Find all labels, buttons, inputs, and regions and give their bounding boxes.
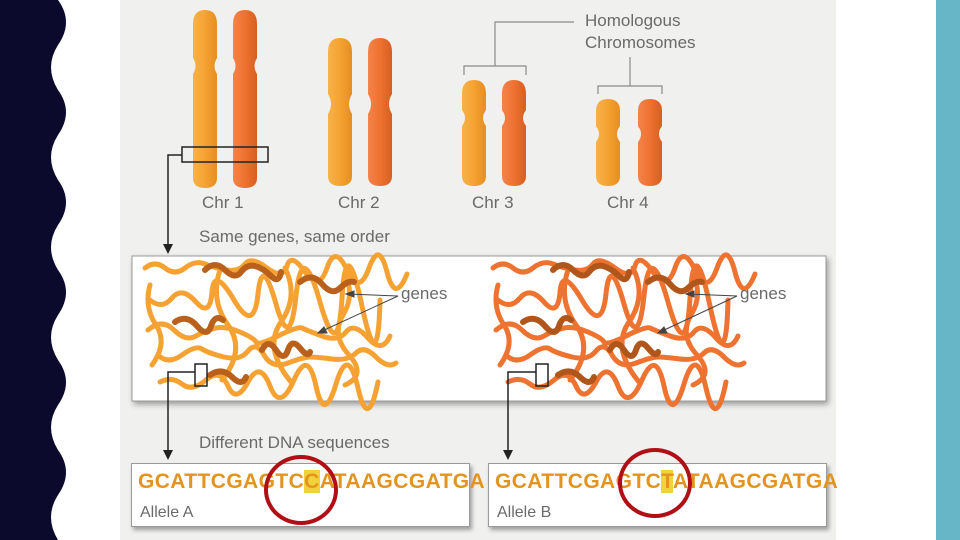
snp-highlight-circle-b (618, 448, 692, 518)
arrow-down-icon (163, 450, 173, 460)
allele-b-label: Allele B (497, 504, 552, 521)
allele-a-seq-after: ATAAGCGATGA (319, 470, 486, 493)
zoom-indicator-left (163, 363, 208, 460)
chromosome-2-pair (328, 38, 392, 186)
chr1-zoom-indicator (163, 146, 269, 254)
chromosome-label-4: Chr 4 (607, 193, 649, 212)
dna-tangle-right (490, 252, 758, 412)
snp-highlight-circle-a (264, 455, 338, 525)
allele-b-seq-after: ATAAGCGATGA (672, 470, 839, 493)
gene-pointers-left (316, 290, 399, 334)
homologous-label-line2: Chromosomes (585, 33, 696, 52)
homologous-brackets (463, 21, 663, 94)
right-accent-bar (936, 0, 960, 540)
chromosome-label-1: Chr 1 (202, 193, 244, 212)
chromosome-4-pair (596, 99, 662, 186)
zoom-indicator-right (503, 363, 549, 460)
genes-label-right: genes (740, 284, 787, 303)
arrow-down-icon (163, 244, 173, 254)
allele-a-seq-before: GCATTCGAGTC (138, 470, 305, 493)
left-wavy-panel (0, 0, 66, 540)
chromosome-label-2: Chr 2 (338, 193, 380, 212)
homologous-label-line1: Homologous (585, 11, 681, 30)
same-genes-label: Same genes, same order (199, 227, 390, 246)
chromosome-3-pair (462, 80, 526, 186)
arrow-down-icon (503, 450, 513, 460)
genes-label-left: genes (401, 284, 448, 303)
chromosome-label-3: Chr 3 (472, 193, 514, 212)
gene-pointers-right (656, 290, 738, 334)
chromosome-1-pair (193, 10, 257, 188)
allele-a-label: Allele A (140, 504, 194, 521)
different-dna-label: Different DNA sequences (199, 433, 390, 452)
dna-tangle-left (142, 252, 410, 412)
